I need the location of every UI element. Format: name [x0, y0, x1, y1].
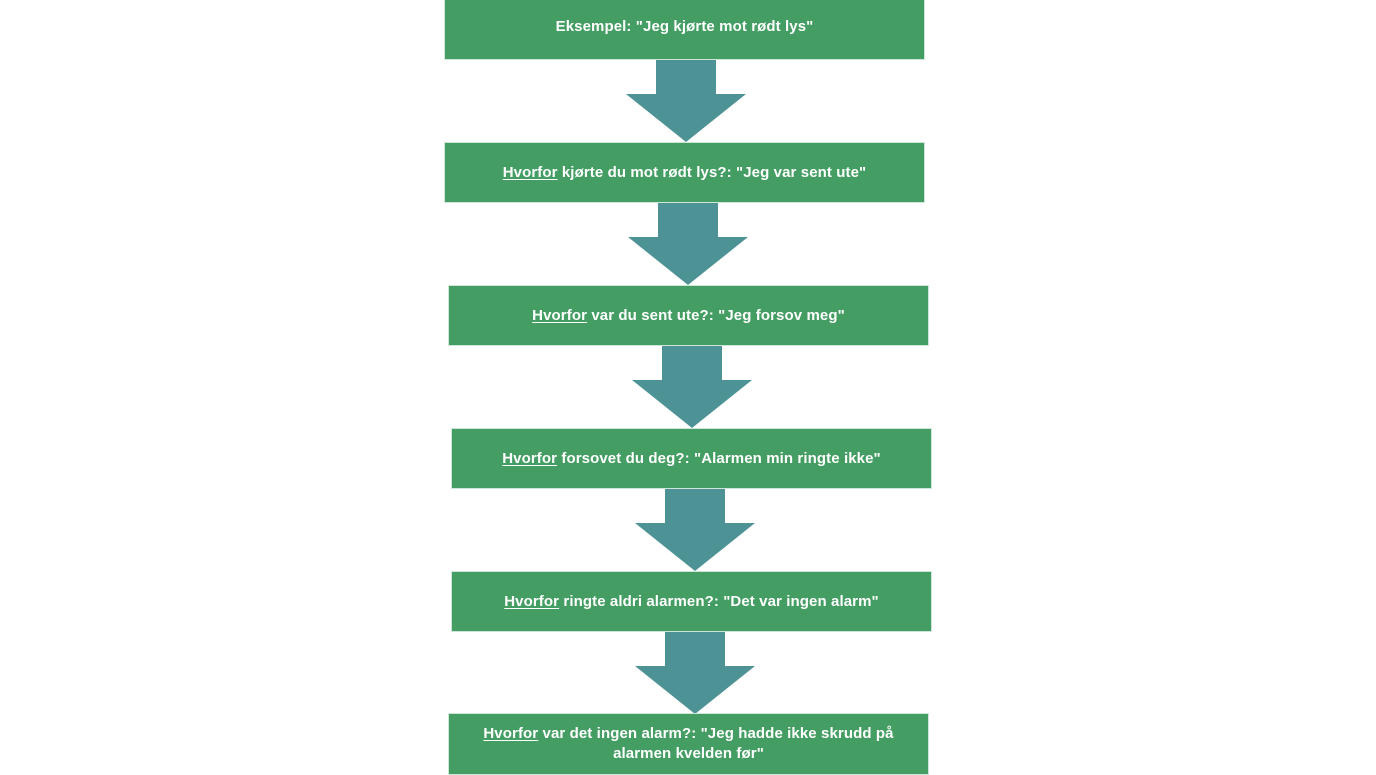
flow-node-5: Hvorfor ringte aldri alarmen?: "Det var … — [451, 571, 932, 632]
flow-node-2-text: kjørte du mot rødt lys?: "Jeg var sent u… — [557, 163, 867, 181]
flow-arrow-4-down-icon — [635, 489, 755, 571]
flow-node-5-emphasis: Hvorfor — [504, 592, 560, 610]
flow-arrow-4-stem — [665, 489, 725, 523]
flow-arrow-3-head — [632, 380, 752, 428]
flow-node-4-label: Hvorfor forsovet du deg?: "Alarmen min r… — [462, 449, 921, 469]
flow-node-1: Eksempel: "Jeg kjørte mot rødt lys" — [444, 0, 925, 60]
flow-node-1-label: Eksempel: "Jeg kjørte mot rødt lys" — [455, 17, 914, 37]
flow-arrow-2-head — [628, 237, 748, 285]
flow-node-3-emphasis: Hvorfor — [532, 306, 588, 324]
flow-node-6: Hvorfor var det ingen alarm?: "Jeg hadde… — [448, 713, 929, 775]
flow-arrow-2-down-icon — [628, 203, 748, 285]
flow-node-3-text: var du sent ute?: "Jeg forsov meg" — [587, 306, 845, 324]
flow-node-4-text: forsovet du deg?: "Alarmen min ringte ik… — [557, 449, 881, 467]
flow-node-5-label: Hvorfor ringte aldri alarmen?: "Det var … — [462, 592, 921, 612]
flow-node-6-label: Hvorfor var det ingen alarm?: "Jeg hadde… — [459, 724, 918, 764]
flow-arrow-1-head — [626, 94, 746, 142]
flow-arrow-5-down-icon — [635, 632, 755, 714]
flow-node-6-emphasis: Hvorfor — [483, 725, 539, 742]
flow-arrow-3-stem — [662, 346, 722, 380]
flow-node-3: Hvorfor var du sent ute?: "Jeg forsov me… — [448, 285, 929, 346]
flow-arrow-4-head — [635, 523, 755, 571]
flow-node-3-label: Hvorfor var du sent ute?: "Jeg forsov me… — [459, 306, 918, 326]
flow-node-4: Hvorfor forsovet du deg?: "Alarmen min r… — [451, 428, 932, 489]
flow-node-4-emphasis: Hvorfor — [502, 449, 558, 467]
flow-arrow-1-stem — [656, 60, 716, 94]
flow-arrow-5-head — [635, 666, 755, 714]
flow-node-1-text: Eksempel: "Jeg kjørte mot rødt lys" — [555, 18, 814, 35]
flow-node-2: Hvorfor kjørte du mot rødt lys?: "Jeg va… — [444, 142, 925, 203]
flow-arrow-3-down-icon — [632, 346, 752, 428]
flow-node-5-text: ringte aldri alarmen?: "Det var ingen al… — [559, 592, 879, 610]
flow-arrow-5-stem — [665, 632, 725, 666]
flow-node-6-text: var det ingen alarm?: "Jeg hadde ikke sk… — [538, 725, 894, 762]
flow-arrow-1-down-icon — [626, 60, 746, 142]
flow-node-2-label: Hvorfor kjørte du mot rødt lys?: "Jeg va… — [455, 163, 914, 183]
flow-arrow-2-stem — [658, 203, 718, 237]
flow-node-2-emphasis: Hvorfor — [502, 163, 558, 181]
